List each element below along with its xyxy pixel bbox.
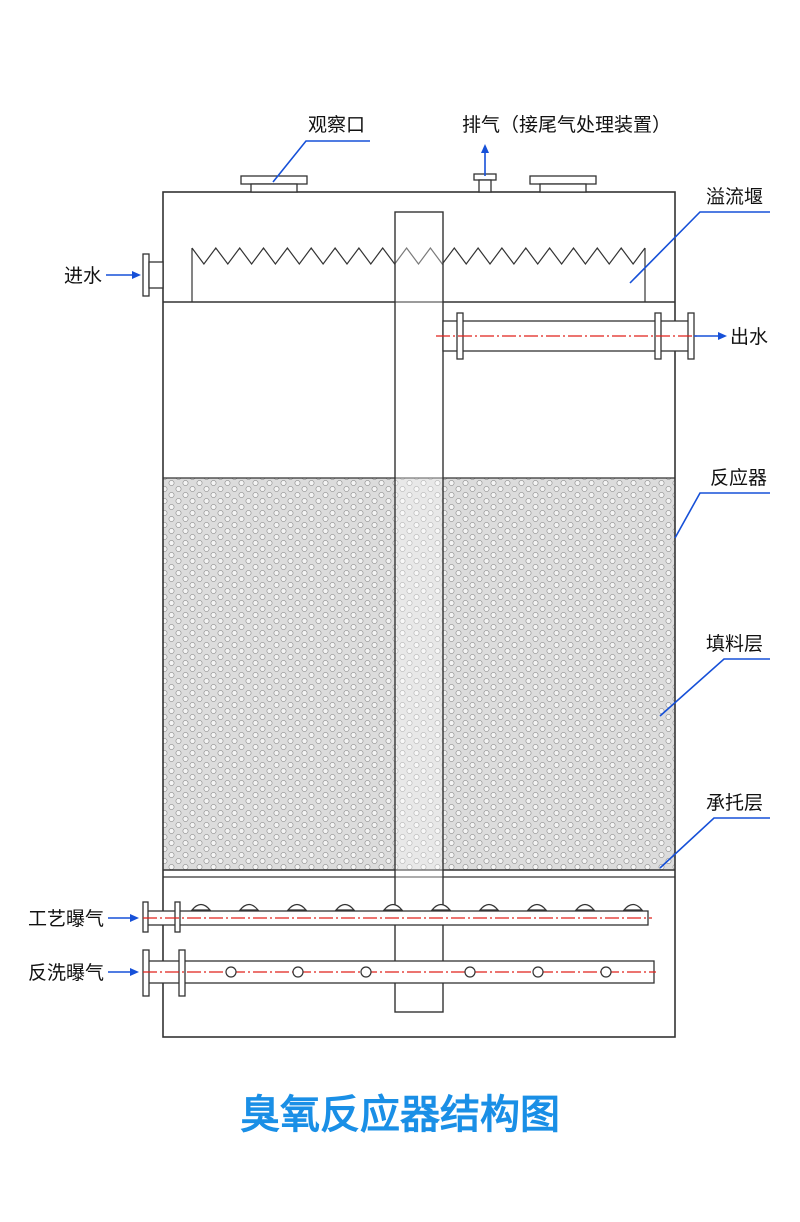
process-aeration-label: 工艺曝气 bbox=[28, 908, 104, 930]
observation-port-flange bbox=[240, 175, 308, 193]
water-in-label: 进水 bbox=[64, 265, 102, 287]
backwash-aeration-arrow bbox=[108, 968, 139, 976]
water-in-arrow bbox=[106, 271, 141, 279]
exhaust-label: 排气（接尾气处理装置） bbox=[462, 114, 671, 136]
backwash-hole-2 bbox=[292, 966, 304, 978]
water-inlet-flange bbox=[142, 253, 164, 297]
backwash-hole-5 bbox=[532, 966, 544, 978]
overflow-weir-sawtooth bbox=[191, 246, 646, 266]
diffuser-1 bbox=[190, 903, 212, 911]
water-outlet-pipe bbox=[436, 312, 700, 360]
diffuser-6 bbox=[430, 903, 452, 911]
backwash-hole-1 bbox=[225, 966, 237, 978]
backwash-aeration-label: 反洗曝气 bbox=[28, 962, 104, 984]
observation-port-label: 观察口 bbox=[308, 114, 365, 136]
exhaust-arrow bbox=[481, 144, 489, 176]
reactor-label: 反应器 bbox=[710, 467, 767, 489]
backwash-holes bbox=[225, 966, 612, 978]
diffuser-9 bbox=[574, 903, 596, 911]
observation-port-leader bbox=[272, 140, 370, 183]
backwash-hole-4 bbox=[464, 966, 476, 978]
water-out-label: 出水 bbox=[730, 326, 768, 348]
diffuser-4 bbox=[334, 903, 356, 911]
process-aeration-arrow bbox=[108, 914, 139, 922]
diffuser-2 bbox=[238, 903, 260, 911]
diffuser-7 bbox=[478, 903, 500, 911]
backwash-hole-3 bbox=[360, 966, 372, 978]
exhaust-nozzle bbox=[473, 173, 497, 193]
process-aeration-pipe bbox=[142, 901, 652, 933]
reactor-vessel bbox=[162, 191, 676, 1038]
diffuser-5 bbox=[382, 903, 404, 911]
reactor-leader bbox=[674, 492, 770, 539]
overflow-weir-leader bbox=[629, 211, 770, 284]
backwash-hole-6 bbox=[600, 966, 612, 978]
support-layer-label: 承托层 bbox=[706, 792, 763, 814]
overflow-weir-label: 溢流堰 bbox=[706, 186, 763, 208]
diffuser-3 bbox=[286, 903, 308, 911]
backwash-aeration-pipe bbox=[142, 949, 656, 997]
water-out-arrow bbox=[694, 332, 727, 340]
central-column bbox=[394, 211, 444, 1013]
diffuser-8 bbox=[526, 903, 548, 911]
packing-layer-region bbox=[163, 478, 675, 870]
diffuser-10 bbox=[622, 903, 644, 911]
packing-layer-label: 填料层 bbox=[706, 633, 763, 655]
packing-layer-leader bbox=[659, 658, 770, 717]
support-layer-leader bbox=[659, 817, 770, 869]
diagram-title: 臭氧反应器结构图 bbox=[240, 1092, 560, 1138]
top-right-flange bbox=[529, 175, 597, 193]
aeration-diffusers bbox=[190, 903, 644, 911]
